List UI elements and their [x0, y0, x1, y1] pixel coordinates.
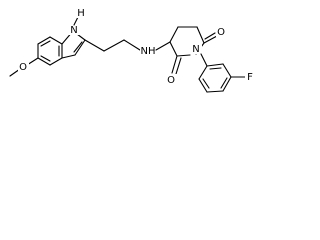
imide-n-label: N	[192, 44, 199, 55]
amine-nh-label: NH	[141, 46, 156, 57]
indole-n-label: N	[70, 25, 77, 36]
carbonyl-o-top-label: O	[217, 27, 225, 38]
carbonyl-bottom	[171, 55, 182, 75]
carbonyl-top	[203, 32, 218, 44]
indole-benzene-ring	[37, 36, 63, 66]
carbonyl-o-bottom-label: O	[167, 75, 175, 86]
fluorine-label: F	[247, 72, 253, 83]
fluorophenyl-ring	[198, 53, 246, 93]
ethyl-linker	[84, 39, 141, 52]
chemical-structure: N H O NH N O O	[9, 8, 255, 93]
indole-h-label: H	[77, 8, 85, 19]
methoxy-o-label: O	[19, 62, 27, 73]
